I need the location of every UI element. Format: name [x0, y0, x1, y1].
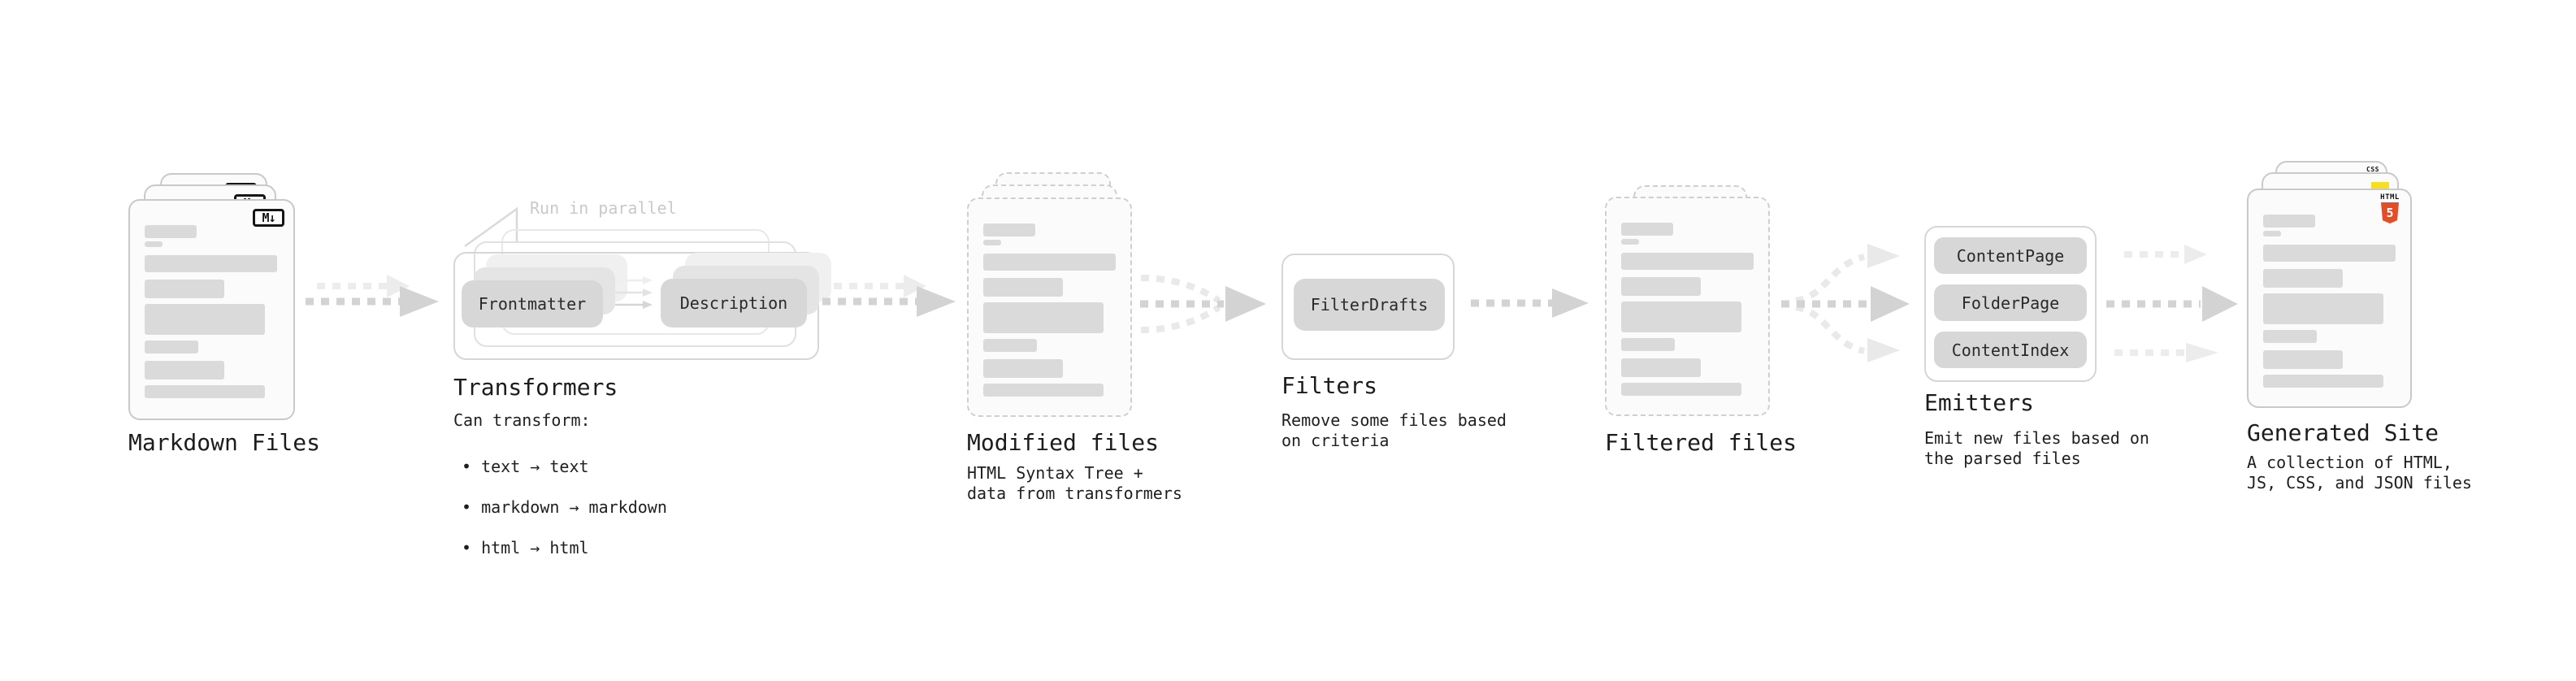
arrow-modified-to-filters-icon [1140, 275, 1266, 333]
text-line-placeholder [983, 384, 1104, 397]
generated-html-file-card: HTML 5 [2247, 189, 2412, 408]
bullet-item: • markdown → markdown [462, 497, 667, 517]
filters-frame [1281, 254, 1455, 360]
frontmatter-pill: Frontmatter [462, 280, 603, 327]
arrow-markdown-to-transformers-icon [306, 275, 439, 317]
text-line-placeholder [983, 254, 1116, 271]
run-in-parallel-annotation: Run in parallel [530, 198, 677, 218]
text-line-placeholder [1621, 239, 1639, 245]
text-line-placeholder [983, 359, 1063, 378]
filtered-files-label: Filtered files [1605, 429, 1798, 456]
text-line-placeholder [1621, 301, 1741, 332]
text-line-placeholder [2263, 350, 2343, 369]
run-in-parallel-leader-line [464, 206, 518, 248]
folderpage-pill: FolderPage [1934, 284, 2087, 321]
text-line-placeholder [145, 255, 277, 272]
markdown-icon: M↓ [253, 209, 284, 227]
text-line-placeholder [145, 225, 197, 238]
text-line-placeholder [983, 302, 1104, 333]
html5-icon: HTML 5 [2380, 194, 2400, 223]
parallel-arrows-icon [615, 276, 653, 309]
contentindex-pill: ContentIndex [1934, 332, 2087, 368]
generated-site-label: Generated Site [2247, 419, 2439, 446]
text-line-placeholder [1621, 338, 1675, 351]
filters-heading: Filters [1281, 372, 1378, 399]
text-line-placeholder [145, 241, 163, 247]
bullet-item: • text → text [462, 457, 589, 476]
description-pill: Description [661, 279, 807, 327]
text-line-placeholder [145, 280, 224, 298]
markdown-file-card-front: M↓ [128, 199, 295, 420]
text-line-placeholder [983, 240, 1001, 245]
transformers-bullet-list: • text → text • markdown → markdown • ht… [462, 436, 667, 579]
text-line-placeholder [145, 304, 265, 335]
arrow-filters-to-filtered-icon [1471, 288, 1589, 318]
text-line-placeholder [983, 339, 1037, 352]
emitters-heading: Emitters [1924, 389, 2034, 416]
text-line-placeholder [1621, 253, 1754, 270]
modified-file-card-front [967, 197, 1132, 417]
text-line-placeholder [1621, 358, 1701, 377]
emitters-note: Emit new files based on the parsed files [1924, 428, 2149, 468]
text-line-placeholder [145, 361, 224, 380]
arrow-transformers-to-modified-icon [822, 275, 956, 317]
text-line-placeholder [2263, 245, 2396, 262]
text-line-placeholder [2263, 269, 2343, 288]
arrow-emitters-to-generated-icon [2106, 245, 2238, 362]
text-line-placeholder [1621, 223, 1673, 236]
text-line-placeholder [145, 340, 198, 354]
modified-files-label: Modified files [967, 429, 1160, 456]
text-line-placeholder [1621, 383, 1741, 396]
transformers-heading: Transformers [453, 374, 618, 401]
markdown-files-label: Markdown Files [128, 429, 321, 456]
transformers-note-title: Can transform: [453, 410, 591, 430]
text-line-placeholder [145, 385, 265, 398]
text-line-placeholder [983, 278, 1063, 297]
modified-files-note: HTML Syntax Tree + data from transformer… [967, 463, 1182, 503]
text-line-placeholder [2263, 330, 2317, 343]
text-line-placeholder [1621, 277, 1701, 296]
filters-note: Remove some files based on criteria [1281, 410, 1507, 450]
generated-site-note: A collection of HTML, JS, CSS, and JSON … [2247, 453, 2472, 492]
bullet-item: • html → html [462, 538, 589, 557]
filtered-file-card-front [1605, 197, 1770, 416]
text-line-placeholder [983, 223, 1035, 236]
javascript-file-icon [2371, 182, 2389, 189]
text-line-placeholder [2263, 375, 2383, 388]
text-line-placeholder [2263, 293, 2383, 324]
arrow-filtered-to-emitters-icon [1781, 244, 1910, 362]
text-line-placeholder [2263, 215, 2315, 228]
filterdrafts-pill: FilterDrafts [1294, 279, 1445, 331]
emitters-frame [1924, 226, 2097, 382]
text-line-placeholder [2263, 231, 2281, 236]
contentpage-pill: ContentPage [1934, 237, 2087, 274]
